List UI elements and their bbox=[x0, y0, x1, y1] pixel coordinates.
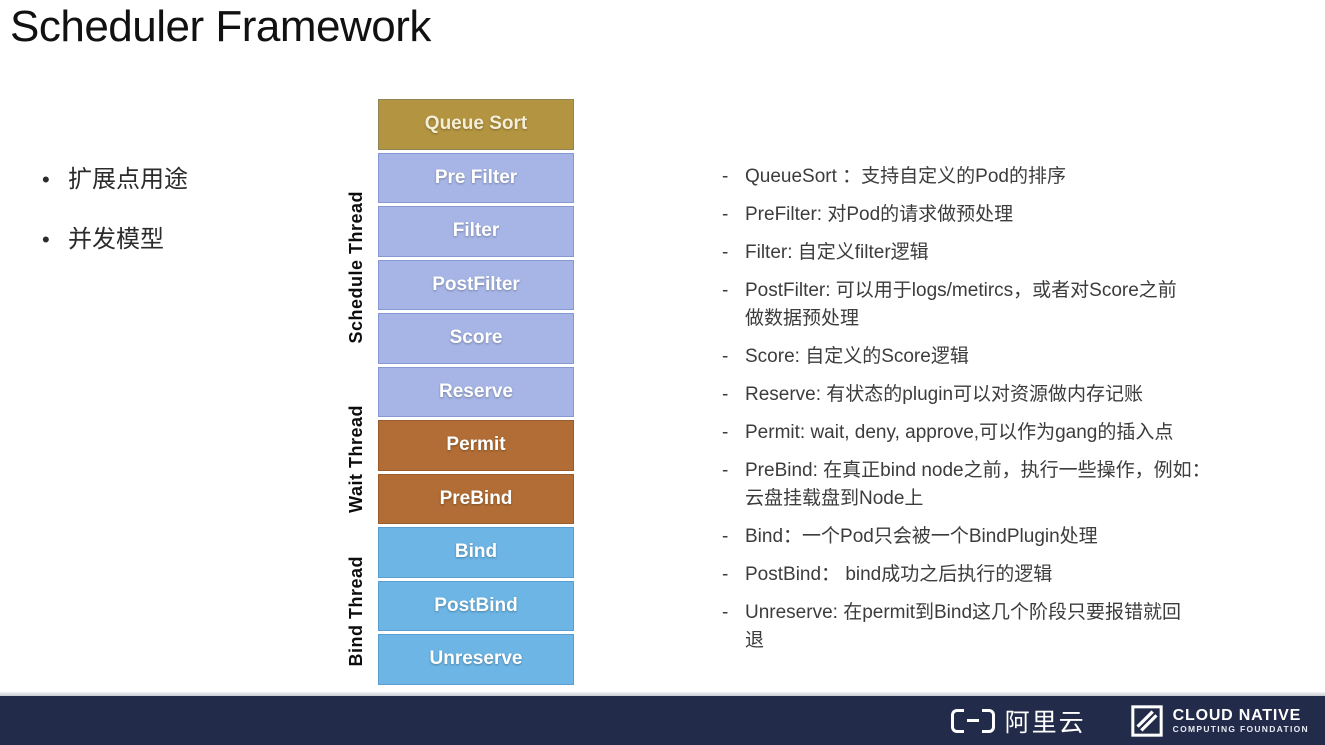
description-item-reserve: - Reserve: 有状态的plugin可以对资源做内存记账 bbox=[722, 381, 1307, 409]
description-text: Reserve: 有状态的plugin可以对资源做内存记账 bbox=[745, 384, 1144, 405]
footer-bar: 阿里云 CLOUD NATIVE COMPUTING FOUNDATION bbox=[0, 696, 1325, 745]
dash-marker: - bbox=[722, 166, 729, 187]
pipeline-stack: Queue Sort Pre Filter Filter PostFilter … bbox=[378, 99, 574, 685]
stage-box-unreserve: Unreserve bbox=[378, 634, 574, 685]
stage-box-permit: Permit bbox=[378, 420, 574, 471]
dash-marker: - bbox=[722, 460, 729, 481]
dash-marker: - bbox=[722, 602, 729, 623]
description-item-prefilter: - PreFilter: 对Pod的请求做预处理 bbox=[722, 201, 1307, 229]
bullet-icon: • bbox=[42, 227, 50, 252]
footer-divider bbox=[0, 692, 1325, 696]
dash-marker: - bbox=[722, 346, 729, 367]
alibaba-brackets-icon bbox=[950, 708, 995, 733]
dash-marker: - bbox=[722, 526, 729, 547]
list-item: • 扩展点用途 bbox=[42, 163, 322, 197]
description-text: QueueSort ：支持自定义的Pod的排序 bbox=[745, 166, 1066, 187]
dash-marker: - bbox=[722, 280, 729, 301]
stage-box-filter: Filter bbox=[378, 206, 574, 257]
description-text: PostFilter: 可以用于logs/metircs，或者对Score之前 … bbox=[745, 280, 1177, 329]
stage-box-postfilter: PostFilter bbox=[378, 259, 574, 310]
description-item-filter: - Filter: 自定义filter逻辑 bbox=[722, 239, 1307, 267]
description-item-score: - Score: 自定义的Score逻辑 bbox=[722, 343, 1307, 371]
cncf-icon bbox=[1130, 704, 1163, 737]
stage-box-reserve: Reserve bbox=[378, 366, 574, 417]
description-item-queuesort: - QueueSort ：支持自定义的Pod的排序 bbox=[722, 163, 1307, 191]
alibaba-cloud-name: 阿里云 bbox=[1004, 708, 1086, 737]
description-item-permit: - Permit: wait, deny, approve,可以作为gang的插… bbox=[722, 419, 1307, 447]
stage-box-prebind: PreBind bbox=[378, 473, 574, 524]
cncf-name-line1: CLOUD NATIVE bbox=[1172, 706, 1302, 724]
stage-box-postbind: PostBind bbox=[378, 580, 574, 631]
description-text: Bind：一个Pod只会被一个BindPlugin处理 bbox=[745, 526, 1098, 547]
description-item-postfilter: - PostFilter: 可以用于logs/metircs，或者对Score之… bbox=[722, 277, 1307, 333]
thread-label-wait: Wait Thread bbox=[345, 404, 366, 513]
thread-label-schedule: Schedule Thread bbox=[345, 191, 366, 344]
description-item-prebind: - PreBind: 在真正bind node之前，执行一些操作，例如： 云盘挂… bbox=[722, 457, 1307, 513]
list-item: • 并发模型 bbox=[42, 223, 322, 257]
description-text: PreFilter: 对Pod的请求做预处理 bbox=[745, 204, 1014, 225]
cncf-logo: CLOUD NATIVE COMPUTING FOUNDATION bbox=[1130, 704, 1309, 738]
dash-marker: - bbox=[722, 242, 729, 263]
alibaba-cloud-logo: 阿里云 bbox=[950, 703, 1086, 739]
bullet-text: 扩展点用途 bbox=[68, 166, 188, 193]
thread-label-bind: Bind Thread bbox=[345, 555, 366, 667]
description-text: Permit: wait, deny, approve,可以作为gang的插入点 bbox=[745, 422, 1174, 443]
stage-box-bind: Bind bbox=[378, 527, 574, 578]
description-text: PreBind: 在真正bind node之前，执行一些操作，例如： 云盘挂载盘… bbox=[745, 460, 1211, 509]
page-title: Scheduler Framework bbox=[10, 2, 431, 51]
dash-marker: - bbox=[722, 204, 729, 225]
descriptions-list: - QueueSort ：支持自定义的Pod的排序 - PreFilter: 对… bbox=[722, 163, 1307, 665]
dash-marker: - bbox=[722, 422, 729, 443]
stage-box-pre-filter: Pre Filter bbox=[378, 152, 574, 203]
description-text: Unreserve: 在permit到Bind这几个阶段只要报错就回 退 bbox=[745, 602, 1182, 651]
dash-marker: - bbox=[722, 384, 729, 405]
description-text: PostBind： bind成功之后执行的逻辑 bbox=[745, 564, 1053, 585]
cncf-name-line2: COMPUTING FOUNDATION bbox=[1172, 723, 1309, 734]
description-text: Score: 自定义的Score逻辑 bbox=[745, 346, 969, 367]
description-item-postbind: - PostBind： bind成功之后执行的逻辑 bbox=[722, 561, 1307, 589]
bullet-text: 并发模型 bbox=[68, 226, 164, 253]
bullet-icon: • bbox=[42, 167, 50, 192]
dash-marker: - bbox=[722, 564, 729, 585]
description-item-unreserve: - Unreserve: 在permit到Bind这几个阶段只要报错就回 退 bbox=[722, 599, 1307, 655]
description-item-bind: - Bind：一个Pod只会被一个BindPlugin处理 bbox=[722, 523, 1307, 551]
stage-box-score: Score bbox=[378, 313, 574, 364]
stage-box-queue-sort: Queue Sort bbox=[378, 99, 574, 150]
description-text: Filter: 自定义filter逻辑 bbox=[745, 242, 929, 263]
left-bullet-list: • 扩展点用途 • 并发模型 bbox=[42, 163, 322, 283]
